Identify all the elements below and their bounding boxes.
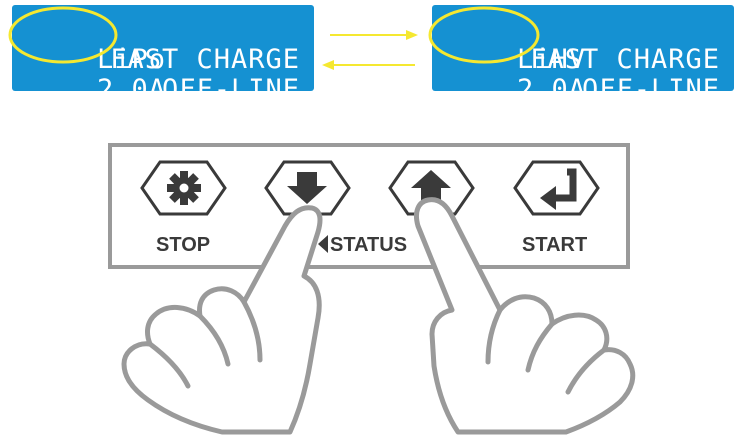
gear-icon [167, 171, 201, 205]
current-value: 2.0A [97, 74, 167, 105]
hand-right-illustration [413, 197, 636, 435]
down-button[interactable] [264, 160, 351, 216]
current-value: 2.0A [517, 74, 587, 105]
start-button[interactable] [513, 160, 600, 216]
status-text: OFF-LINE [581, 74, 720, 105]
status-left-triangle [318, 235, 328, 253]
hand-left-illustration [121, 205, 323, 435]
status-label: STATUS [330, 234, 408, 256]
up-button[interactable] [388, 160, 475, 216]
arrow-left-icon [322, 60, 415, 70]
mode-text: FAST CHARGE [110, 44, 300, 75]
arrow-up-icon [411, 170, 451, 204]
mode-text: FAST CHARGE [530, 44, 720, 75]
stop-button[interactable] [140, 160, 227, 216]
enter-icon [540, 168, 577, 210]
start-label: START [522, 234, 588, 256]
stop-label: STOP [156, 234, 211, 256]
highlight-ellipse-left [8, 6, 118, 64]
arrow-right-icon [330, 30, 418, 40]
arrow-down-icon [287, 172, 327, 204]
status-text: OFF-LINE [161, 74, 300, 105]
highlight-ellipse-right [428, 6, 540, 64]
